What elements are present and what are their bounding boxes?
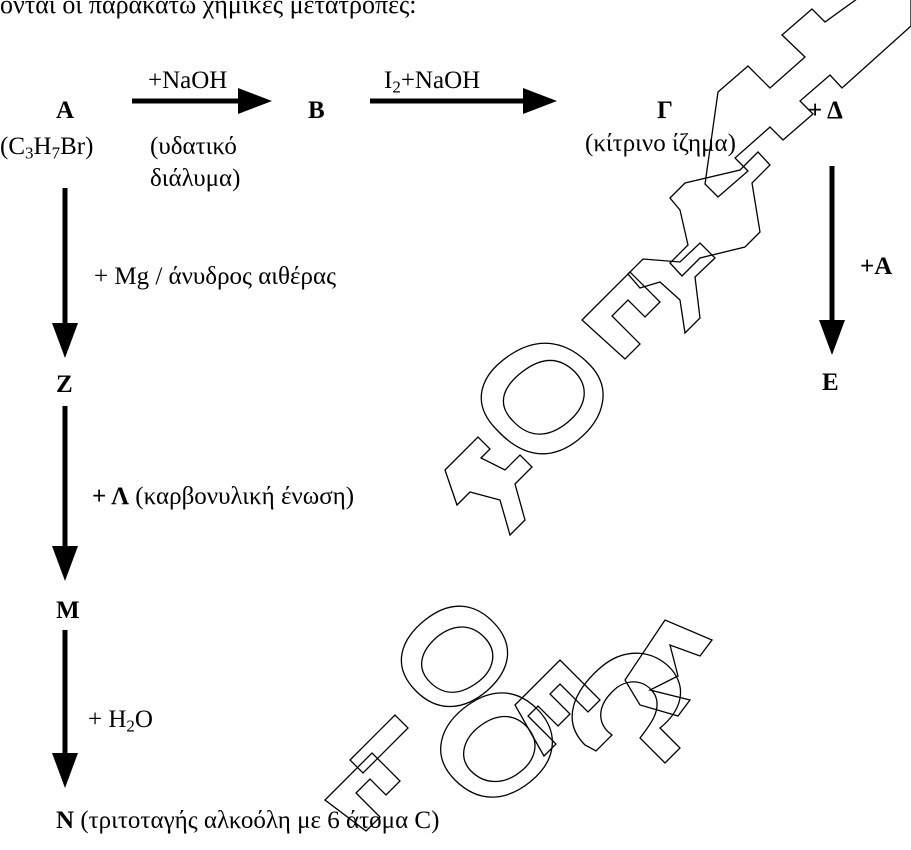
reagent-naoh: +NaOH xyxy=(148,67,228,94)
condition-aqueous-line1: (υδατικό xyxy=(150,133,237,160)
watermark-letter-i xyxy=(349,714,409,774)
reagent-iodine-naoh: I2+NaOH xyxy=(384,67,481,97)
node-z-label: Z xyxy=(56,371,73,398)
watermark-letter-e xyxy=(514,659,601,758)
watermark-letter-y xyxy=(627,242,716,335)
arrow-a-to-b xyxy=(132,88,272,114)
node-a-formula: (C3H7Br) xyxy=(0,133,94,163)
watermark-letter-omega xyxy=(571,652,682,764)
watermark-letter-sigma xyxy=(624,619,714,717)
arrow-a-to-z xyxy=(52,188,78,358)
reagent-plus-a: +A xyxy=(860,253,893,280)
watermark-letter-p xyxy=(581,271,661,360)
intro-text: ονται οι παρακάτω χημικές μετατροπές: xyxy=(0,0,417,19)
watermark-letter-theta xyxy=(440,692,553,798)
arrow-d-to-e xyxy=(819,166,845,355)
condition-aqueous-line2: διάλυμα) xyxy=(150,165,241,192)
node-g-label: Γ xyxy=(657,97,673,124)
node-d-label: + Δ xyxy=(808,97,843,124)
arrow-b-to-g xyxy=(370,88,557,114)
arrow-z-to-m xyxy=(52,406,78,581)
node-n: N (τριτοταγής αλκοόλη με 6 άτομα C) xyxy=(56,807,440,834)
reagent-water: + H2O xyxy=(88,706,153,736)
watermark-letter-h xyxy=(704,0,911,198)
watermark-letter-o-1 xyxy=(480,342,604,455)
node-b-label: B xyxy=(308,97,325,124)
watermark-letter-k xyxy=(444,436,533,537)
watermark-letter-p-2 xyxy=(324,752,401,832)
arrow-m-to-n xyxy=(52,630,78,788)
reagent-mg-ether: + Mg / άνυδρος αιθέρας xyxy=(94,263,336,290)
reagent-carbonyl: + Λ (καρβονυλική ένωση) xyxy=(92,483,355,510)
node-e-label: E xyxy=(822,369,839,396)
node-m-label: M xyxy=(56,597,80,624)
watermark-letter-o-2 xyxy=(400,605,509,708)
watermark-letter-phi xyxy=(669,151,771,277)
node-a-label: A xyxy=(56,97,75,124)
node-g-note: (κίτρινο ίζημα) xyxy=(585,130,736,157)
